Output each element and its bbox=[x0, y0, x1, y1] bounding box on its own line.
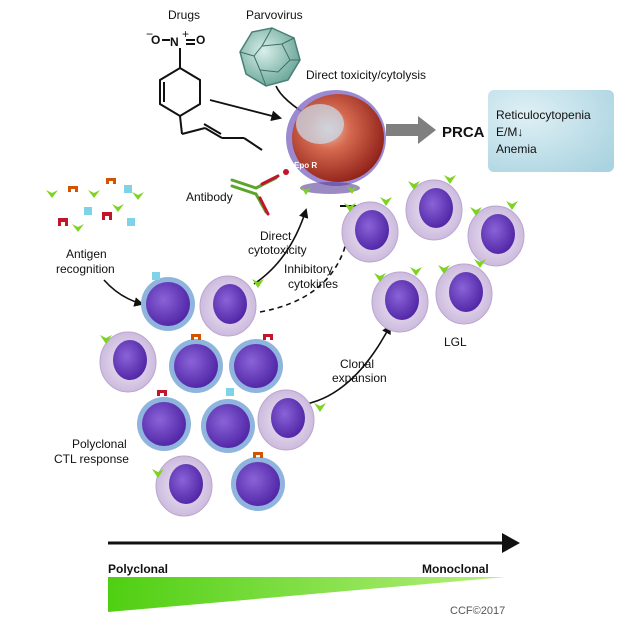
label-axis-monoclonal: Monoclonal bbox=[422, 562, 489, 576]
label-ctl-response: CTL response bbox=[54, 452, 129, 466]
lgl-receptor bbox=[408, 181, 420, 190]
lgl-receptor bbox=[344, 203, 356, 212]
outcome-line-3: Anemia bbox=[496, 142, 537, 156]
cell-receptor-1 bbox=[301, 187, 311, 195]
nitro-o-left: O bbox=[151, 33, 160, 47]
ctl-receptor bbox=[100, 335, 112, 344]
arrow-clonal-expansion bbox=[305, 324, 391, 405]
label-direct-toxicity: Direct toxicity/cytolysis bbox=[306, 68, 426, 82]
label-direct: Direct bbox=[260, 229, 292, 243]
arrow-direct-cytotoxicity bbox=[253, 208, 309, 285]
credit-label: CCF©2017 bbox=[450, 605, 505, 617]
lymphocyte-cell-9 bbox=[155, 455, 213, 517]
arrow-to-prca bbox=[386, 116, 436, 144]
arrow-drugs-to-cell bbox=[209, 99, 283, 122]
label-inhibitory: Inhibitory bbox=[284, 262, 333, 276]
outcome-line-2: E/M↓ bbox=[496, 125, 523, 139]
ctl-receptor bbox=[152, 469, 164, 478]
label-clonal: Clonal bbox=[340, 357, 374, 371]
antigen-tag bbox=[157, 390, 167, 396]
ctl-receptor bbox=[252, 279, 264, 288]
antigen-tag bbox=[253, 452, 263, 458]
ctl-cell-4 bbox=[169, 339, 223, 393]
nitro-minus: − bbox=[146, 27, 153, 41]
ctl-cell-10 bbox=[231, 457, 285, 511]
nitro-plus: + bbox=[182, 27, 189, 41]
lgl-cell-4 bbox=[371, 271, 429, 333]
parvovirus-icon bbox=[239, 27, 301, 87]
lgl-receptor bbox=[506, 201, 518, 210]
lgl-receptor bbox=[474, 259, 486, 268]
lgl-cell-1 bbox=[341, 201, 399, 263]
drug-molecule-icon bbox=[159, 48, 263, 151]
outcome-box: Reticulocytopenia E/M↓ Anemia bbox=[488, 90, 614, 172]
label-cytokines: cytokines bbox=[288, 277, 338, 291]
lgl-receptor bbox=[410, 267, 422, 276]
lgl-cell-5 bbox=[435, 263, 493, 325]
antigen-square bbox=[152, 272, 160, 280]
inhibitory-cytokines-path bbox=[259, 209, 353, 313]
lgl-cell-2 bbox=[405, 179, 463, 241]
lymphocyte-cells bbox=[99, 175, 525, 517]
arrow-antigen-to-cell bbox=[103, 279, 144, 307]
antibody-icon bbox=[230, 169, 289, 216]
label-lgl: LGL bbox=[444, 335, 467, 349]
lgl-receptor bbox=[470, 207, 482, 216]
lymphocyte-cell-2 bbox=[199, 275, 257, 337]
label-antibody: Antibody bbox=[186, 190, 233, 204]
ctl-cell-7 bbox=[201, 399, 255, 453]
label-prca: PRCA bbox=[442, 124, 485, 141]
lgl-receptor bbox=[380, 197, 392, 206]
label-epo-r: Epo R bbox=[294, 161, 317, 170]
clonality-wedge bbox=[108, 577, 506, 612]
label-drugs: Drugs bbox=[168, 8, 200, 22]
antigen-cluster bbox=[46, 178, 144, 232]
nitro-o-right: O bbox=[196, 33, 205, 47]
lymphocyte-cell-8 bbox=[257, 389, 315, 451]
erythroid-precursor-cell bbox=[286, 90, 386, 194]
label-antigen: Antigen bbox=[66, 247, 107, 261]
lymphocyte-cell-3 bbox=[99, 331, 157, 393]
cell-receptor-2 bbox=[347, 186, 357, 194]
label-parvovirus: Parvovirus bbox=[246, 8, 303, 22]
label-expansion: expansion bbox=[332, 371, 387, 385]
lgl-receptor bbox=[438, 265, 450, 274]
antigen-tag bbox=[263, 334, 273, 340]
label-cytotoxicity: cytotoxicity bbox=[248, 243, 307, 257]
nitro-n: N bbox=[170, 35, 179, 49]
ctl-cell-5 bbox=[229, 339, 283, 393]
antigen-square bbox=[226, 388, 234, 396]
ctl-cell-6 bbox=[137, 397, 191, 451]
ctl-receptor bbox=[314, 403, 326, 412]
ctl-cell-1 bbox=[141, 277, 195, 331]
outcome-line-1: Reticulocytopenia bbox=[496, 108, 591, 122]
lgl-receptor bbox=[374, 273, 386, 282]
label-axis-polyclonal: Polyclonal bbox=[108, 562, 168, 576]
antigen-tag bbox=[191, 334, 201, 340]
clonality-axis-arrowhead bbox=[502, 533, 520, 553]
label-recognition: recognition bbox=[56, 262, 115, 276]
lgl-cell-3 bbox=[467, 205, 525, 267]
label-polyclonal: Polyclonal bbox=[72, 437, 127, 451]
lgl-receptor bbox=[444, 175, 456, 184]
